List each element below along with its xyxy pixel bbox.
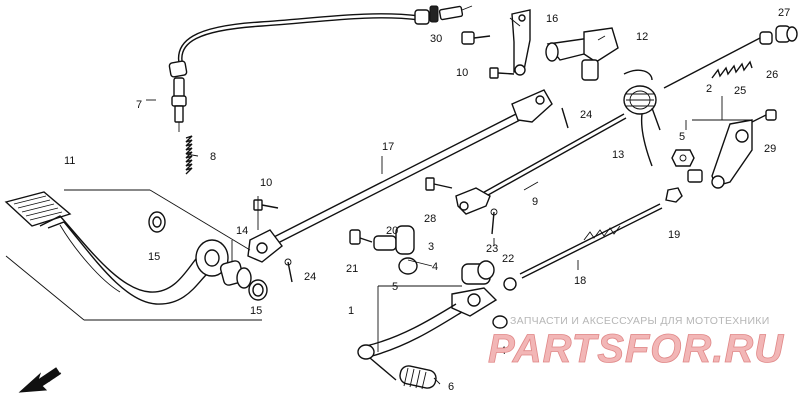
label-9: 9 bbox=[532, 196, 538, 208]
label-15a: 15 bbox=[148, 251, 160, 263]
rod-18 bbox=[519, 203, 663, 279]
nut-5-right bbox=[671, 149, 695, 167]
label-4a: 4 bbox=[432, 261, 438, 273]
label-27: 27 bbox=[778, 7, 790, 19]
leader-lines bbox=[5, 17, 752, 385]
label-18: 18 bbox=[574, 275, 586, 287]
spring-8 bbox=[185, 135, 193, 175]
front-direction-arrow: FR. bbox=[18, 366, 64, 393]
washer-22 bbox=[503, 277, 517, 291]
nut-4 bbox=[492, 315, 508, 329]
label-24b: 24 bbox=[304, 271, 316, 283]
brake-pedal bbox=[4, 191, 229, 305]
pin-24a bbox=[284, 258, 293, 283]
label-21: 21 bbox=[346, 263, 358, 275]
label-3: 3 bbox=[428, 241, 434, 253]
brake-arm-2 bbox=[687, 119, 753, 189]
bolt-29 bbox=[751, 109, 777, 123]
label-23: 23 bbox=[486, 243, 498, 255]
collar-5-mid bbox=[461, 260, 495, 285]
peg-rubber-6 bbox=[399, 365, 437, 390]
label-8: 8 bbox=[210, 151, 216, 163]
arrow-icon bbox=[18, 367, 61, 393]
pivot-shaft-12 bbox=[545, 27, 619, 81]
label-1: 1 bbox=[348, 305, 354, 317]
watermark: ЗАПЧАСТИ И АКСЕССУАРЫ ДЛЯ МОТОТЕХНИКИ PA… bbox=[488, 315, 784, 371]
label-30: 30 bbox=[430, 33, 442, 45]
label-11: 11 bbox=[64, 155, 75, 167]
label-29: 29 bbox=[764, 143, 776, 155]
label-14: 14 bbox=[236, 225, 248, 237]
washer-15b bbox=[248, 279, 268, 301]
cable-9 bbox=[455, 113, 627, 215]
label-10b: 10 bbox=[456, 67, 468, 79]
label-24a: 24 bbox=[580, 109, 592, 121]
collar-14 bbox=[219, 260, 252, 289]
brake-rod-26 bbox=[663, 25, 798, 89]
label-28: 28 bbox=[424, 213, 436, 225]
pin-23 bbox=[490, 208, 498, 235]
rear-brake-cable bbox=[168, 5, 473, 132]
brake-arm-16 bbox=[511, 9, 531, 76]
collar-3 bbox=[395, 225, 418, 275]
watermark-brand: PARTSFOR.RU bbox=[488, 327, 784, 371]
brake-rod-17 bbox=[247, 89, 569, 263]
label-17: 17 bbox=[382, 141, 394, 153]
label-2: 2 bbox=[706, 83, 712, 95]
label-20: 20 bbox=[386, 225, 398, 237]
label-15b: 15 bbox=[250, 305, 262, 317]
label-5b: 5 bbox=[679, 131, 685, 143]
washer-19 bbox=[665, 187, 683, 203]
label-4b: 4 bbox=[500, 345, 506, 357]
label-19: 19 bbox=[668, 229, 680, 241]
label-12: 12 bbox=[636, 31, 648, 43]
label-26: 26 bbox=[766, 69, 778, 81]
gearshift-pedal bbox=[357, 287, 498, 381]
bolt-21 bbox=[349, 229, 373, 245]
label-7: 7 bbox=[136, 99, 142, 111]
part-labels: 1 2 3 4 4 5 5 6 7 8 9 10 10 11 12 13 14 … bbox=[64, 7, 790, 393]
return-spring-13 bbox=[623, 69, 661, 167]
collar-20 bbox=[373, 235, 397, 251]
label-16: 16 bbox=[546, 13, 558, 25]
label-10a: 10 bbox=[260, 177, 272, 189]
bolt-10b bbox=[489, 67, 515, 79]
bolt-30 bbox=[461, 31, 491, 45]
label-13: 13 bbox=[612, 149, 624, 161]
washer-15a bbox=[148, 211, 166, 233]
label-5a: 5 bbox=[392, 281, 398, 293]
watermark-caption: ЗАПЧАСТИ И АКСЕССУАРЫ ДЛЯ МОТОТЕХНИКИ bbox=[510, 315, 770, 327]
label-22: 22 bbox=[502, 253, 514, 265]
label-6: 6 bbox=[448, 381, 454, 393]
bolt-28 bbox=[425, 177, 453, 191]
label-25: 25 bbox=[734, 85, 746, 97]
